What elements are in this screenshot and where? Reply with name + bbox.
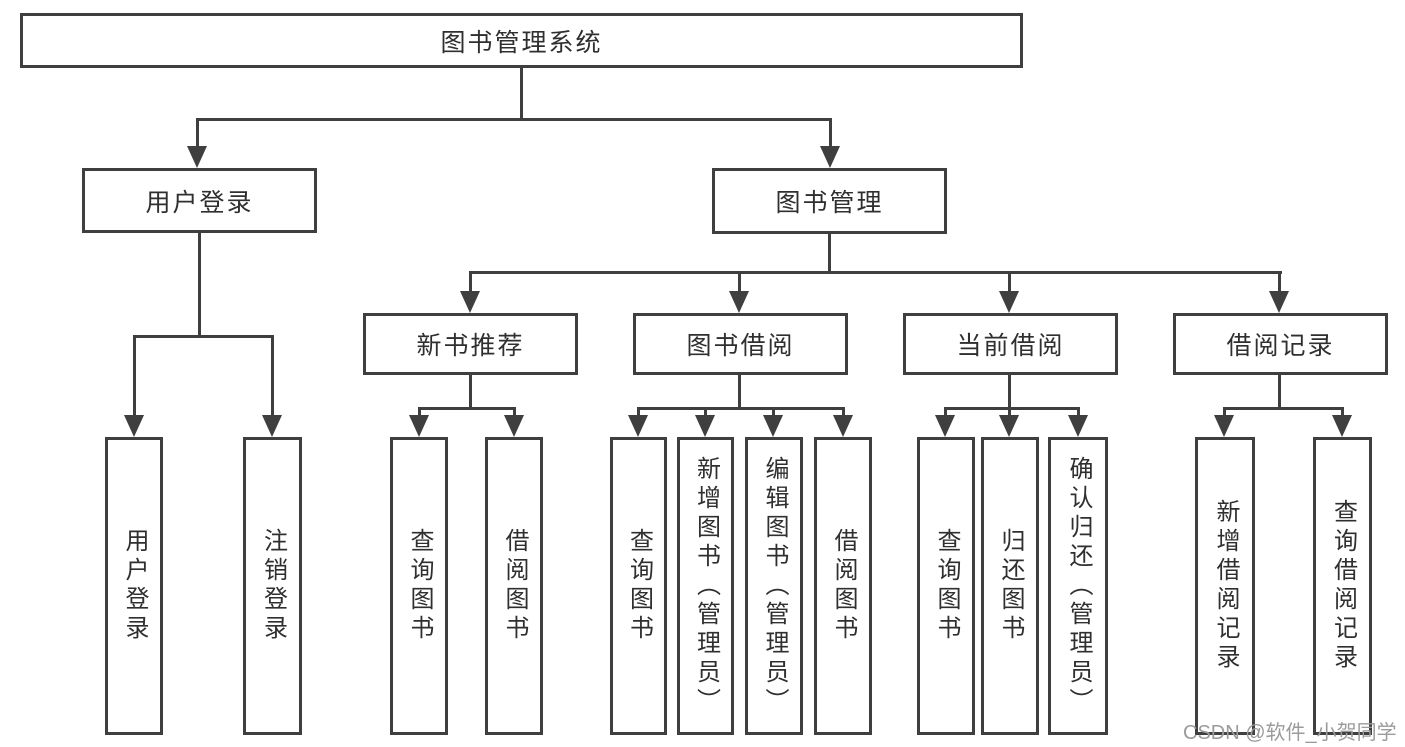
arrowhead-icon xyxy=(124,415,144,437)
connector-line xyxy=(637,407,845,410)
connector-line xyxy=(271,335,274,417)
leaf-bb-query-book: 查询图书 xyxy=(610,437,667,735)
connector-line xyxy=(829,118,832,148)
connector-line xyxy=(1008,407,1011,417)
connector-line xyxy=(1077,407,1080,417)
arrowhead-icon xyxy=(999,415,1019,437)
node-current-borrow-label: 当前借阅 xyxy=(956,332,1065,360)
connector-line xyxy=(944,407,947,417)
connector-line xyxy=(704,407,707,417)
node-book-mgmt-label: 图书管理 xyxy=(775,189,884,217)
connector-line xyxy=(1008,271,1011,295)
node-new-book-rec-label: 新书推荐 xyxy=(416,332,525,360)
leaf-label: 查询图书 xyxy=(406,528,433,644)
leaf-label: 归还图书 xyxy=(997,528,1024,644)
connector-line xyxy=(738,375,741,407)
connector-line xyxy=(1341,407,1344,417)
arrowhead-icon xyxy=(999,291,1019,313)
connector-line xyxy=(738,271,741,295)
connector-line xyxy=(198,233,201,335)
node-book-borrow: 图书借阅 xyxy=(633,313,848,375)
connector-line xyxy=(520,68,523,118)
arrowhead-icon xyxy=(1332,415,1352,437)
connector-line xyxy=(828,234,831,271)
arrowhead-icon xyxy=(1214,415,1234,437)
arrowhead-icon xyxy=(1068,415,1088,437)
arrowhead-icon xyxy=(628,415,648,437)
connector-line xyxy=(1223,407,1344,410)
leaf-label: 新增借阅记录 xyxy=(1212,499,1239,673)
connector-line xyxy=(133,335,136,417)
node-book-mgmt: 图书管理 xyxy=(712,168,947,234)
connector-line xyxy=(944,407,1080,410)
leaf-label: 确认归还（管理员） xyxy=(1065,455,1092,717)
leaf-cb-confirm-return-admin: 确认归还（管理员） xyxy=(1048,437,1108,735)
connector-line xyxy=(1008,375,1011,407)
leaf-label: 借阅图书 xyxy=(830,528,857,644)
node-root-label: 图书管理系统 xyxy=(440,28,603,57)
leaf-label: 查询图书 xyxy=(933,528,960,644)
arrowhead-icon xyxy=(833,415,853,437)
connector-line xyxy=(637,407,640,417)
leaf-cb-return-book: 归还图书 xyxy=(981,437,1039,735)
leaf-bb-borrow-book: 借阅图书 xyxy=(814,437,872,735)
leaf-label: 查询借阅记录 xyxy=(1329,499,1357,673)
arrowhead-icon xyxy=(820,146,840,168)
connector-line xyxy=(196,118,199,148)
leaf-bb-edit-book-admin: 编辑图书（管理员） xyxy=(745,437,803,735)
leaf-br-add-record: 新增借阅记录 xyxy=(1195,437,1255,735)
node-current-borrow: 当前借阅 xyxy=(903,313,1118,375)
connector-line xyxy=(469,375,472,407)
node-book-borrow-label: 图书借阅 xyxy=(686,332,795,360)
connector-line xyxy=(772,407,775,417)
leaf-cb-query-book: 查询图书 xyxy=(917,437,975,735)
node-user-login: 用户登录 xyxy=(82,168,317,233)
watermark: CSDN @软件_小贺同学 xyxy=(1183,722,1397,744)
node-user-login-label: 用户登录 xyxy=(145,188,254,217)
leaf-label: 查询图书 xyxy=(625,528,653,644)
connector-line xyxy=(469,271,1282,274)
leaf-label: 编辑图书（管理员） xyxy=(761,455,788,717)
arrowhead-icon xyxy=(409,415,429,437)
leaf-label: 借阅图书 xyxy=(501,528,528,644)
connector-line xyxy=(418,407,421,417)
connector-line xyxy=(133,335,274,338)
arrowhead-icon xyxy=(935,415,955,437)
connector-line xyxy=(842,407,845,417)
arrowhead-icon xyxy=(504,415,524,437)
leaf-br-query-record: 查询借阅记录 xyxy=(1313,437,1372,735)
arrowhead-icon xyxy=(729,291,749,313)
leaf-logout: 注销登录 xyxy=(243,437,302,735)
leaf-rec-borrow-book: 借阅图书 xyxy=(485,437,543,735)
leaf-label: 注销登录 xyxy=(259,528,287,644)
connector-line xyxy=(1278,375,1281,407)
connector-line xyxy=(196,118,832,121)
arrowhead-icon xyxy=(1269,291,1289,313)
connector-line xyxy=(1223,407,1226,417)
connector-line xyxy=(513,407,516,417)
node-borrow-record-label: 借阅记录 xyxy=(1226,332,1335,360)
leaf-bb-add-book-admin: 新增图书（管理员） xyxy=(677,437,734,735)
arrowhead-icon xyxy=(695,415,715,437)
leaf-label: 新增图书（管理员） xyxy=(692,455,720,717)
arrowhead-icon xyxy=(262,415,282,437)
connector-line xyxy=(469,271,472,295)
connector-line xyxy=(1278,271,1281,295)
arrowhead-icon xyxy=(187,146,207,168)
connector-line xyxy=(418,407,516,410)
leaf-user-login: 用户登录 xyxy=(105,437,163,735)
leaf-label: 用户登录 xyxy=(121,528,148,644)
arrowhead-icon xyxy=(460,291,480,313)
arrowhead-icon xyxy=(763,415,783,437)
node-borrow-record: 借阅记录 xyxy=(1173,313,1388,375)
leaf-rec-query-book: 查询图书 xyxy=(390,437,448,735)
node-root: 图书管理系统 xyxy=(20,13,1023,68)
node-new-book-rec: 新书推荐 xyxy=(363,313,578,375)
